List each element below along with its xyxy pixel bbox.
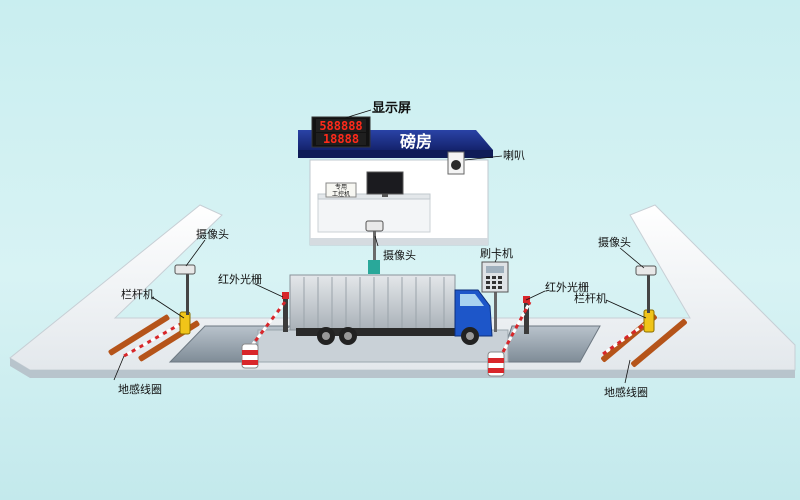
truck [289,274,493,345]
camera-right [635,265,657,313]
road-edge-shadow [10,358,795,378]
barrier-arm-far-right [602,320,649,356]
barrier-box-left [179,311,191,335]
barrier-arm-far-left [123,320,185,358]
label-camera-center: 摄像头 [383,248,416,262]
svg-text:工控机: 工控机 [332,190,350,198]
speaker-icon [447,151,465,175]
barrier-arm-left [248,301,287,349]
industrial-computer: 专用 工控机 [325,182,357,198]
monitor-icon [366,171,404,197]
booth-title: 磅房 [400,132,432,151]
display-board: 588888 18888 [311,116,371,148]
barrier-drum-left [241,343,259,369]
label-camera-left: 摄像头 [196,227,229,241]
label-camera-right: 摄像头 [598,235,631,249]
label-speaker: 喇叭 [503,148,525,162]
truck-wheel [461,327,479,345]
display-line-1: 588888 [319,119,362,133]
label-ir-left: 红外光栅 [218,272,262,286]
truck-wheel [339,327,357,345]
label-barrier-left: 栏杆机 [121,287,154,301]
label-barrier-right: 栏杆机 [574,291,607,305]
camera-left [174,264,196,315]
label-loop-left: 地感线圈 [118,382,162,396]
label-card-reader: 刷卡机 [480,246,513,260]
label-ir-right: 红外光栅 [545,280,589,294]
center-camera [365,220,384,274]
label-loop-right: 地感线圈 [604,385,648,399]
label-display: 显示屏 [372,101,411,116]
barrier-drum-right [487,351,505,377]
display-line-2: 18888 [323,132,359,146]
barrier-arm-right [501,301,532,353]
svg-text:专用: 专用 [335,183,347,191]
ir-curtain-left [282,292,289,332]
barrier-box-right [643,309,655,333]
truck-wheel [317,327,335,345]
